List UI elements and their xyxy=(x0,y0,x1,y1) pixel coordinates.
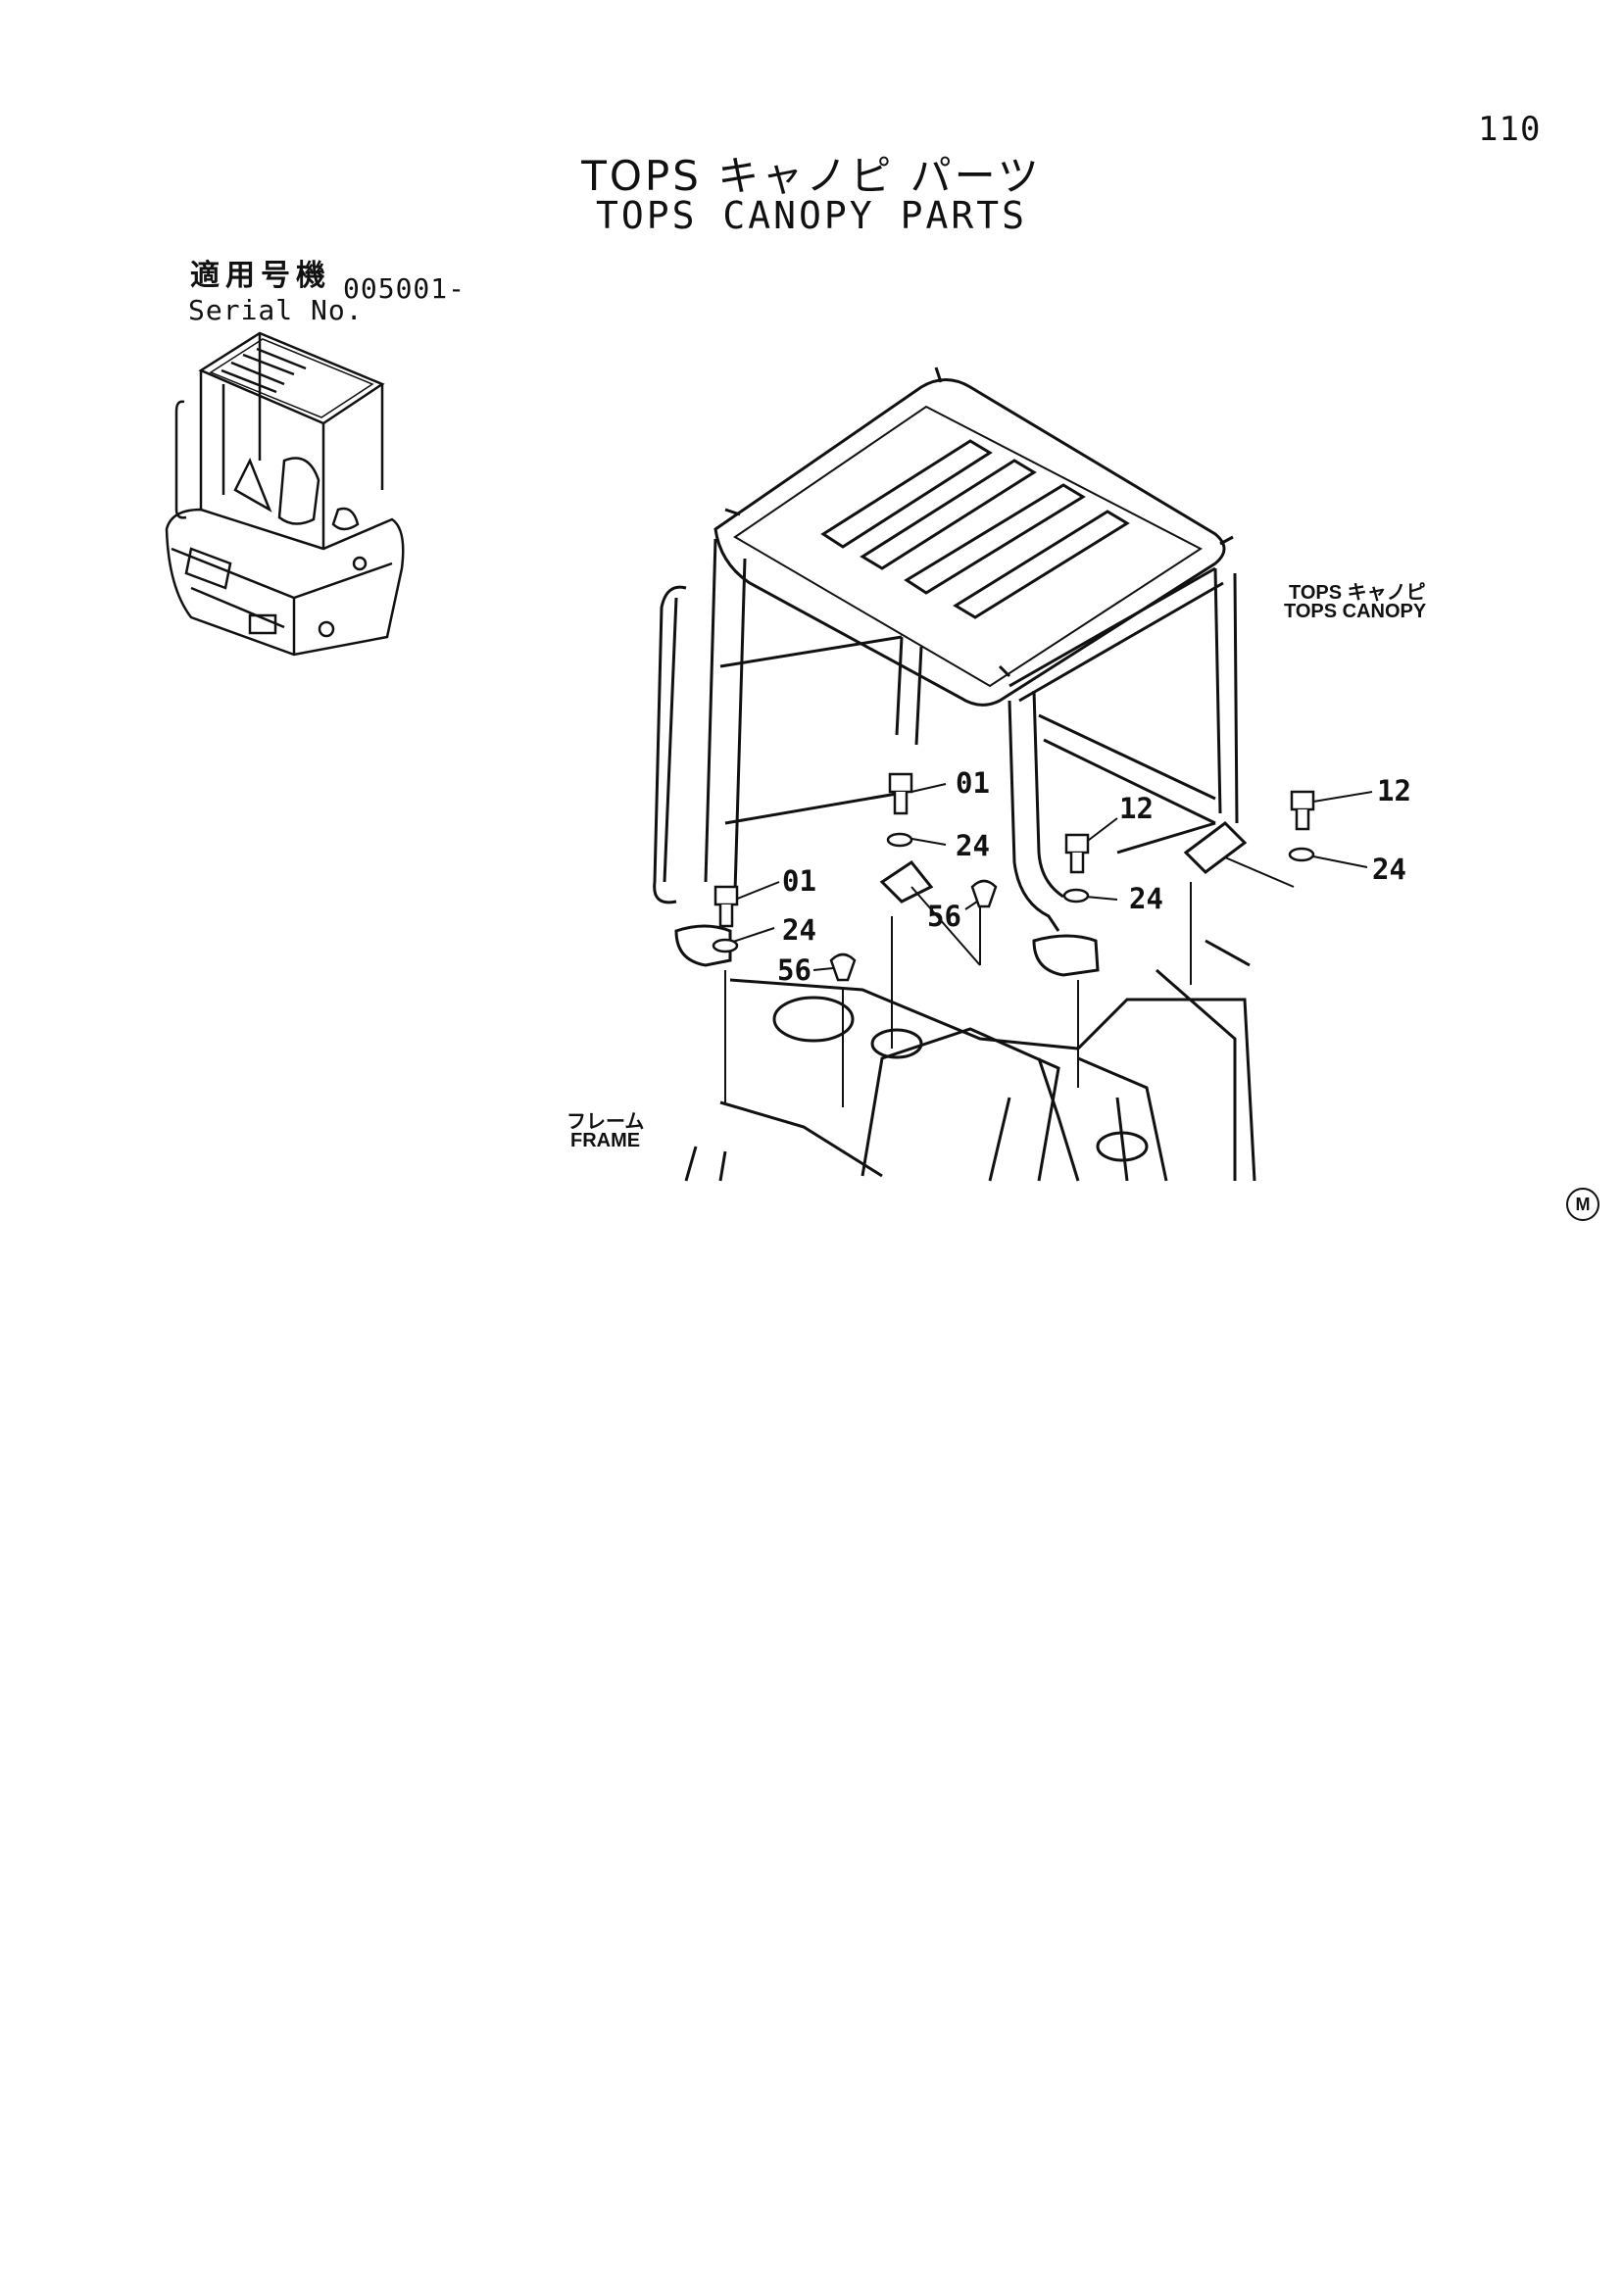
page-number: 110 xyxy=(1478,110,1542,149)
canopy-label-english: TOPS CANOPY xyxy=(1284,601,1427,622)
serial-number-value: 005001- xyxy=(343,272,467,305)
callout-12-right: 12 xyxy=(1377,774,1411,807)
callout-01-left: 01 xyxy=(782,864,816,898)
callout-24-upper: 24 xyxy=(956,829,990,862)
page-title-japanese: TOPS キャノピ パーツ xyxy=(581,152,1042,200)
callout-56-center: 56 xyxy=(927,900,961,933)
callout-24-left: 24 xyxy=(782,913,816,947)
callout-56-left: 56 xyxy=(777,953,812,987)
callout-24-right: 24 xyxy=(1372,853,1406,886)
callout-12-center: 12 xyxy=(1119,792,1154,825)
frame-label-japanese: フレーム xyxy=(566,1111,645,1133)
page-title-english: TOPS CANOPY PARTS xyxy=(596,194,1027,237)
frame-label-english: FRAME xyxy=(570,1130,641,1151)
canopy-label-japanese: TOPS キャノピ xyxy=(1289,582,1426,604)
callout-24-center: 24 xyxy=(1129,882,1163,915)
m-mark-symbol: M xyxy=(1566,1188,1599,1221)
serial-label-japanese: 適用号機 xyxy=(190,259,331,293)
callout-01-upper: 01 xyxy=(956,766,990,800)
serial-label-english: Serial No. xyxy=(188,294,364,326)
